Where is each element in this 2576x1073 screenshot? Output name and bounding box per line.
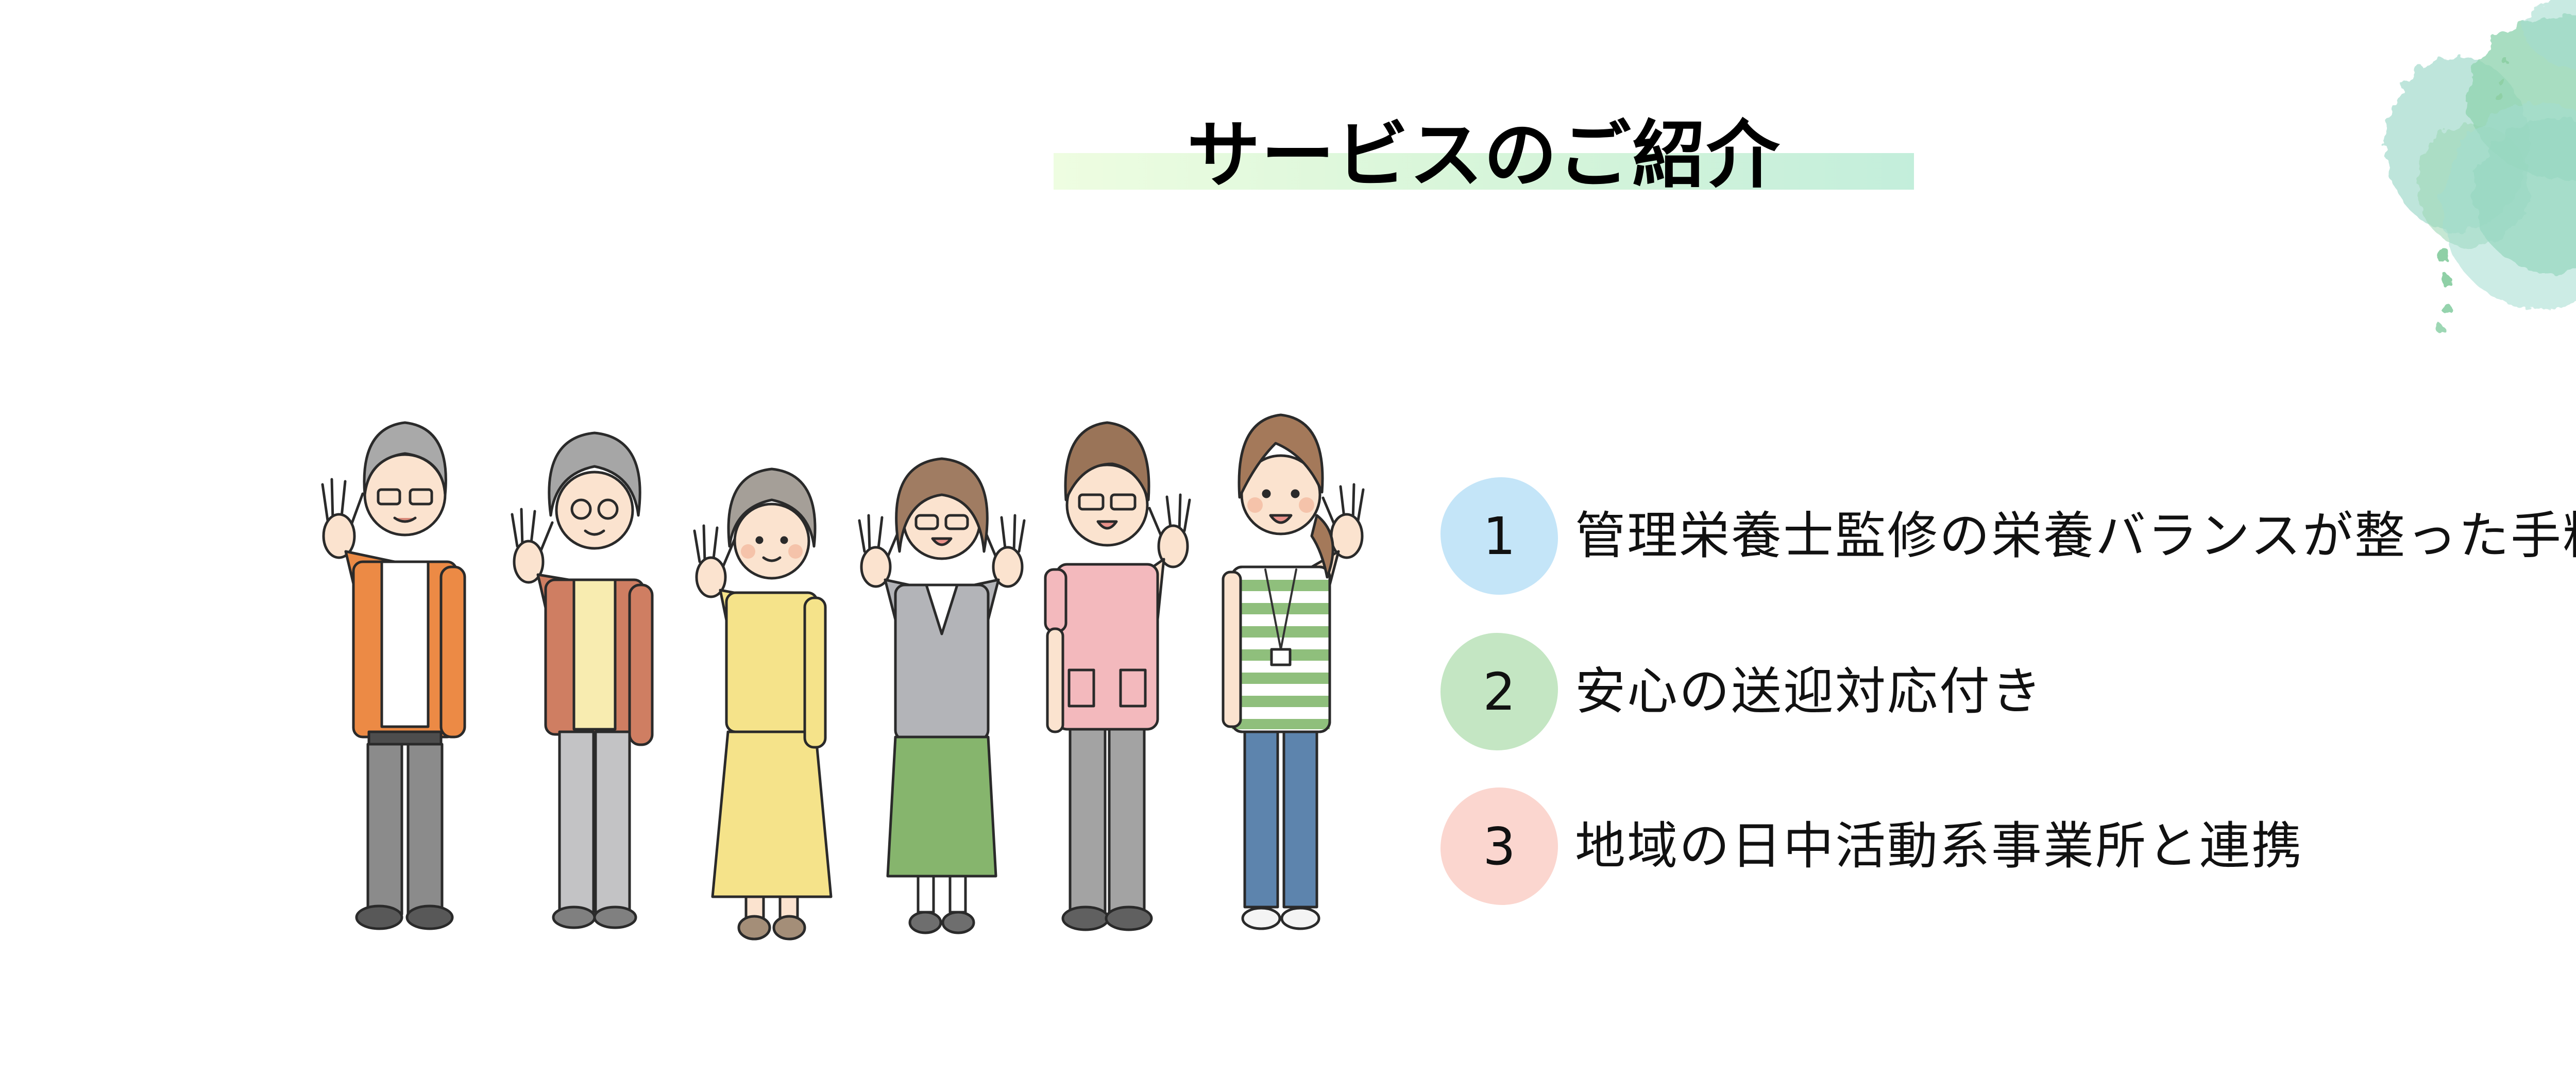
person-female-caregiver bbox=[1222, 413, 1365, 930]
person-male-caregiver bbox=[1044, 421, 1191, 931]
person-woman-blazer bbox=[858, 457, 1026, 934]
page-title-container: サービスのご紹介 bbox=[1054, 103, 1914, 206]
people-illustration bbox=[321, 413, 1365, 941]
watercolor-decoration bbox=[2385, 0, 2576, 334]
person-elderly-woman-cardigan bbox=[511, 431, 654, 929]
service-item-2: 2 安心の送迎対応付き bbox=[1437, 630, 2576, 753]
person-elderly-woman-yellow bbox=[693, 467, 833, 941]
watercolor-splash bbox=[2385, 0, 2576, 334]
service-text: 安心の送迎対応付き bbox=[1575, 662, 2044, 721]
number-badge: 2 bbox=[1440, 633, 1558, 750]
title-highlight-bar bbox=[1054, 153, 1914, 190]
service-text: 地域の日中活動系事業所と連携 bbox=[1575, 817, 2304, 876]
service-item-1: 1 管理栄養士監修の栄養バランスが整った手料理ご飯 bbox=[1437, 474, 2576, 598]
service-text: 管理栄養士監修の栄養バランスが整った手料理ご飯 bbox=[1575, 507, 2576, 565]
number-badge: 1 bbox=[1440, 477, 1558, 595]
service-item-3: 3 地域の日中活動系事業所と連携 bbox=[1437, 784, 2576, 908]
person-elderly-man bbox=[321, 421, 466, 930]
number-badge: 3 bbox=[1440, 787, 1558, 905]
